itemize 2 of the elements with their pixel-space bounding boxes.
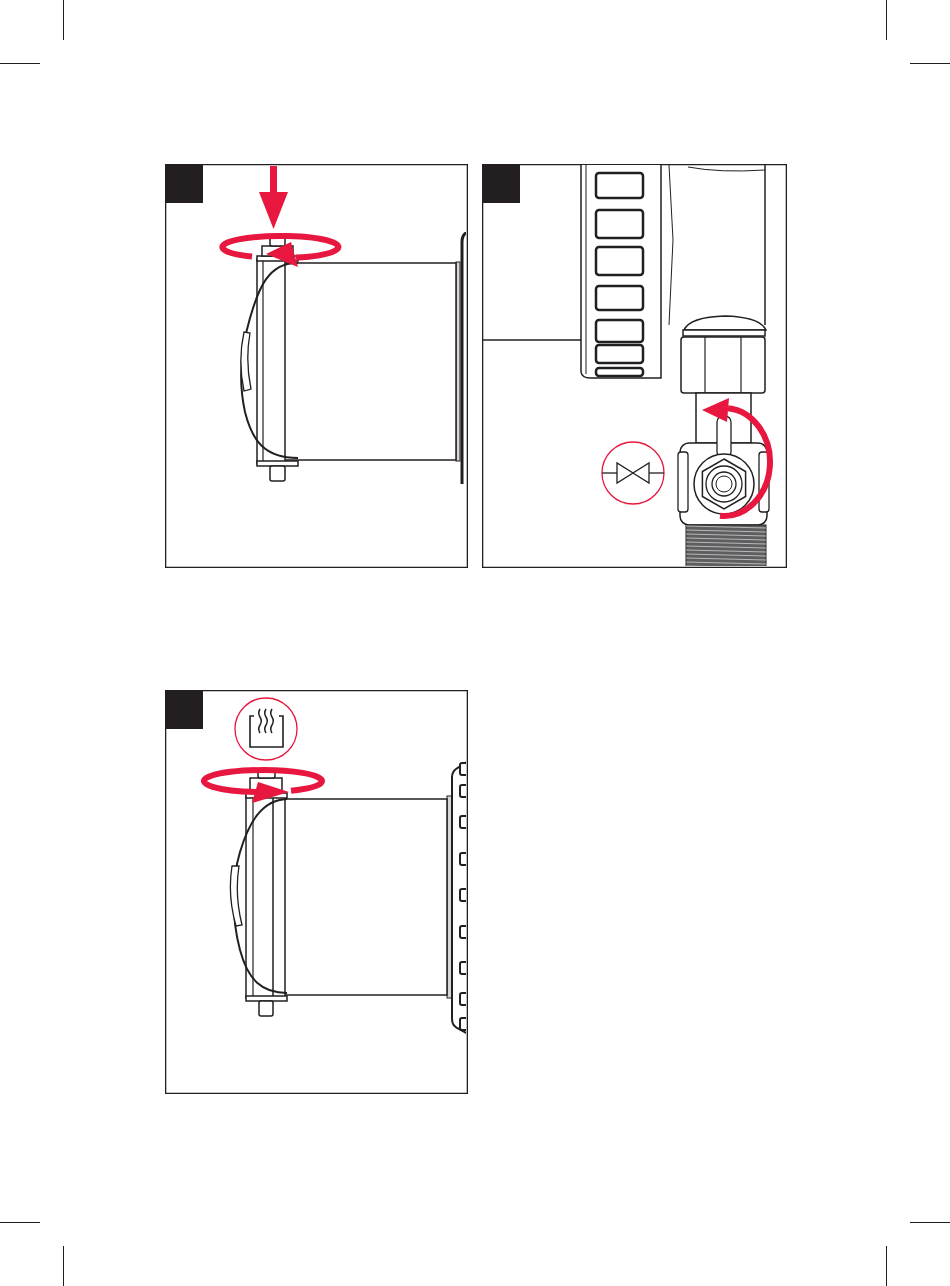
valve-symbol-icon	[601, 441, 665, 505]
hot-surface-icon	[234, 697, 298, 761]
